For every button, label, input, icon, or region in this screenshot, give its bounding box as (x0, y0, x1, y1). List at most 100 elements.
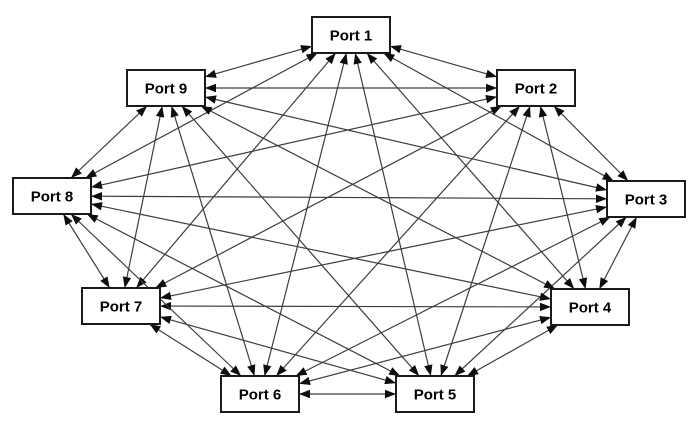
node-label-port-8: Port 8 (31, 189, 74, 206)
edge-port-3-port-9 (204, 95, 608, 192)
edge-port-4-port-9 (200, 105, 556, 290)
edge-line (204, 96, 608, 191)
arrowhead-icon (91, 192, 103, 201)
arrowhead-icon (91, 202, 103, 211)
edge-line (62, 213, 111, 289)
edge-port-5-port-6 (299, 389, 396, 399)
edge-line (200, 105, 556, 290)
edge-line (70, 105, 148, 179)
node-label-port-7: Port 7 (100, 299, 143, 316)
arrowhead-icon (276, 365, 287, 376)
edge-line (263, 52, 348, 377)
node-label-port-1: Port 1 (330, 28, 373, 45)
arrowhead-icon (440, 364, 449, 376)
arrowhead-icon (299, 376, 311, 385)
edge-port-2-port-5 (440, 105, 531, 377)
edge-line (275, 105, 521, 377)
arrowhead-icon (230, 365, 242, 376)
node-port-6: Port 6 (220, 375, 300, 413)
node-box (220, 375, 300, 413)
node-label-port-4: Port 4 (569, 300, 612, 317)
edge-line (85, 52, 318, 179)
edge-port-2-port-9 (205, 83, 497, 93)
node-label-port-3: Port 3 (625, 192, 668, 209)
edge-port-2-port-8 (90, 94, 498, 190)
arrowhead-icon (305, 53, 318, 62)
arrowhead-icon (595, 194, 607, 203)
edge-line (170, 105, 256, 377)
arrowhead-icon (454, 365, 466, 376)
edge-line (86, 213, 401, 377)
node-box (81, 287, 161, 325)
edge-port-1-port-2 (389, 45, 498, 78)
arrowhead-icon (63, 214, 73, 226)
arrowhead-icon (247, 364, 256, 376)
edge-line (553, 105, 629, 182)
node-label-port-2: Port 2 (515, 81, 558, 98)
arrowhead-icon (385, 389, 396, 399)
node-box (550, 288, 630, 326)
edge-port-2-port-4 (538, 105, 588, 290)
edge-port-1-port-4 (366, 52, 575, 290)
edge-port-1-port-7 (135, 52, 337, 289)
arrowhead-icon (538, 106, 548, 118)
edge-port-1-port-9 (204, 45, 313, 78)
arrowhead-icon (136, 106, 147, 117)
arrowhead-icon (485, 94, 497, 104)
edge-port-4-port-7 (159, 301, 552, 312)
node-box (311, 16, 391, 54)
edge-port-4-port-8 (90, 202, 552, 301)
arrowhead-icon (539, 302, 551, 312)
edge-port-4-port-6 (298, 316, 552, 385)
edge-line (159, 316, 397, 384)
arrowhead-icon (155, 279, 167, 288)
arrowhead-icon (100, 276, 110, 288)
arrowhead-icon (522, 106, 531, 118)
edge-port-3-port-7 (159, 205, 608, 300)
arrowhead-icon (599, 277, 609, 289)
arrowhead-icon (149, 324, 161, 334)
node-label-port-5: Port 5 (414, 387, 457, 404)
edge-line (298, 316, 552, 385)
edge-port-5-port-7 (159, 315, 397, 385)
arrowhead-icon (339, 53, 348, 65)
edge-port-3-port-8 (90, 192, 608, 203)
edge-line (539, 105, 587, 290)
node-port-8: Port 8 (12, 177, 92, 215)
edge-line (440, 105, 531, 377)
arrowhead-icon (390, 45, 402, 54)
node-port-7: Port 7 (81, 287, 161, 325)
edge-port-6-port-9 (170, 105, 256, 377)
edge-line (354, 52, 432, 377)
arrowhead-icon (486, 83, 497, 93)
arrowhead-icon (295, 367, 308, 376)
edge-port-6-port-7 (149, 323, 232, 377)
edge-port-2-port-3 (553, 105, 629, 182)
edge-port-3-port-4 (598, 216, 638, 290)
arrowhead-icon (136, 276, 147, 288)
arrowhead-icon (160, 291, 172, 300)
edge-line (90, 195, 608, 200)
arrowhead-icon (71, 167, 82, 178)
node-box (12, 177, 92, 215)
arrowhead-icon (85, 169, 98, 178)
edge-port-1-port-6 (263, 52, 348, 377)
arrowhead-icon (383, 53, 396, 63)
edge-port-5-port-8 (86, 213, 401, 377)
arrowhead-icon (263, 364, 272, 376)
edge-line (90, 203, 552, 300)
arrowhead-icon (598, 217, 611, 226)
edge-port-4-port-5 (466, 324, 559, 377)
arrowhead-icon (366, 53, 378, 65)
arrowhead-icon (205, 69, 217, 78)
arrowhead-icon (91, 180, 103, 190)
arrowhead-icon (181, 106, 193, 118)
arrowhead-icon (563, 277, 575, 289)
node-label-port-9: Port 9 (145, 81, 188, 98)
arrowhead-icon (539, 316, 551, 325)
node-box (496, 69, 576, 107)
node-port-9: Port 9 (126, 69, 206, 107)
edge-line (135, 52, 337, 289)
